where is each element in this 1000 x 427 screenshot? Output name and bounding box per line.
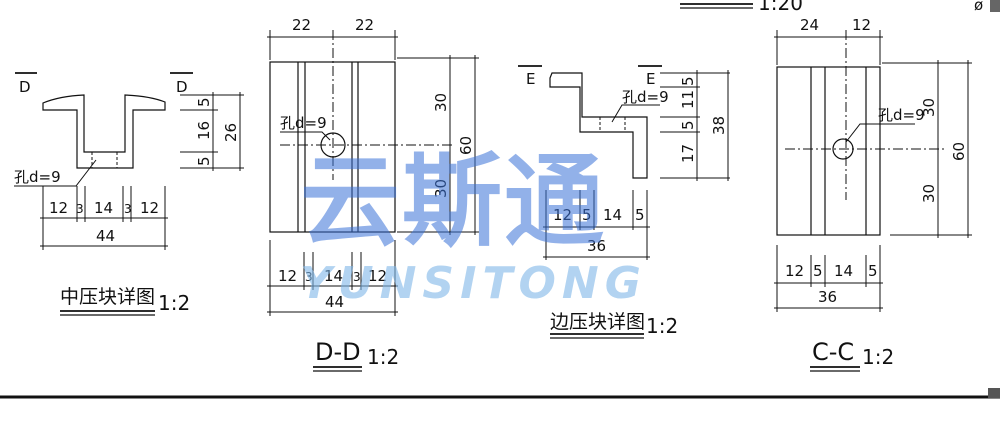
dimension-label: 孔d=9 (878, 106, 925, 124)
edge-block-drawing: E E 孔d=9 5 11 5 17 38 12 5 14 5 36 边压块详图… (518, 65, 730, 339)
dimension-label: 16 (195, 121, 213, 140)
dimension-label: 3 (305, 270, 313, 284)
dimension-label: 12 (278, 267, 297, 285)
dimension-label: C-C (812, 338, 854, 366)
dimension-label: E (526, 70, 535, 88)
dimension-label: 1:20 (758, 0, 803, 15)
dimension-label: 26 (222, 123, 240, 142)
dimension-label: 36 (818, 288, 837, 306)
dimension-label: 孔d=9 (14, 168, 61, 186)
dimension-label: 5 (679, 120, 697, 130)
dimension-label: 3 (353, 270, 361, 284)
section-dd-drawing: 孔d=9 22 22 30 30 60 12 3 14 3 12 44 D-D … (267, 16, 479, 372)
dimension-label: 5 (813, 262, 823, 280)
dimension-label: 14 (94, 199, 113, 217)
watermark: 云斯通 YUNSITONG (300, 143, 647, 309)
dimension-label: 5 (679, 76, 697, 86)
dimension-label: D (19, 78, 31, 96)
dimension-label: 22 (355, 16, 374, 34)
dimension-label: 14 (324, 267, 343, 285)
dimension-label: 44 (325, 293, 344, 311)
dimension-label: 5 (195, 156, 213, 166)
dimension-label: 38 (710, 116, 728, 135)
dimension-label: 12 (852, 16, 871, 34)
middle-block-drawing: D D 孔d=9 12 3 14 3 12 44 5 16 5 26 中压块详图… (14, 72, 244, 316)
dimension-label: 1:2 (862, 345, 894, 369)
dimension-label: 12 (368, 267, 387, 285)
dimension-label: 5 (868, 262, 878, 280)
section-cc-drawing: 孔d=9 24 12 30 30 60 12 5 14 5 36 C-C 1:2 (774, 16, 972, 372)
dimension-label: 5 (635, 206, 645, 224)
dimension-label: ø (974, 0, 983, 14)
dimension-label: 1:2 (158, 291, 190, 315)
dimension-label: 3 (124, 202, 132, 216)
header-scale: 1:20 ø (680, 0, 1000, 15)
dimension-label: YUNSITONG (300, 258, 647, 309)
dimension-label: 边压块详图 (550, 311, 645, 333)
dimension-label: 60 (950, 142, 968, 161)
dimension-label: 14 (603, 206, 622, 224)
dimension-label: 12 (140, 199, 159, 217)
dimension-label: 12 (49, 199, 68, 217)
dimension-label: 44 (96, 227, 115, 245)
dimension-label: 24 (800, 16, 819, 34)
dimension-label: 30 (432, 179, 450, 198)
dimension-label: 30 (920, 184, 938, 203)
dimension-label: 中压块详图 (60, 286, 155, 308)
dimension-label: 12 (785, 262, 804, 280)
dimension-label: 1:2 (367, 345, 399, 369)
dimension-label: 60 (457, 136, 475, 155)
dimension-label: 12 (553, 206, 572, 224)
dimension-label: 1:2 (646, 314, 678, 338)
dimension-label: 17 (679, 144, 697, 163)
dimension-label: E (646, 70, 655, 88)
dimension-label: 孔d=9 (622, 88, 669, 106)
dimension-label: 5 (582, 206, 592, 224)
dimension-label: 3 (76, 202, 84, 216)
dimension-label: 孔d=9 (280, 114, 327, 132)
dimension-label: 30 (432, 93, 450, 112)
dimension-label: 云斯通 (300, 143, 606, 260)
dimension-label: 36 (587, 237, 606, 255)
dimension-label: 14 (834, 262, 853, 280)
dimension-label: D-D (315, 338, 361, 366)
dimension-label: D (176, 78, 188, 96)
dimension-label: 11 (679, 90, 697, 109)
dimension-label: 5 (195, 97, 213, 107)
dimension-label: 22 (292, 16, 311, 34)
dimension-label: 30 (920, 98, 938, 117)
